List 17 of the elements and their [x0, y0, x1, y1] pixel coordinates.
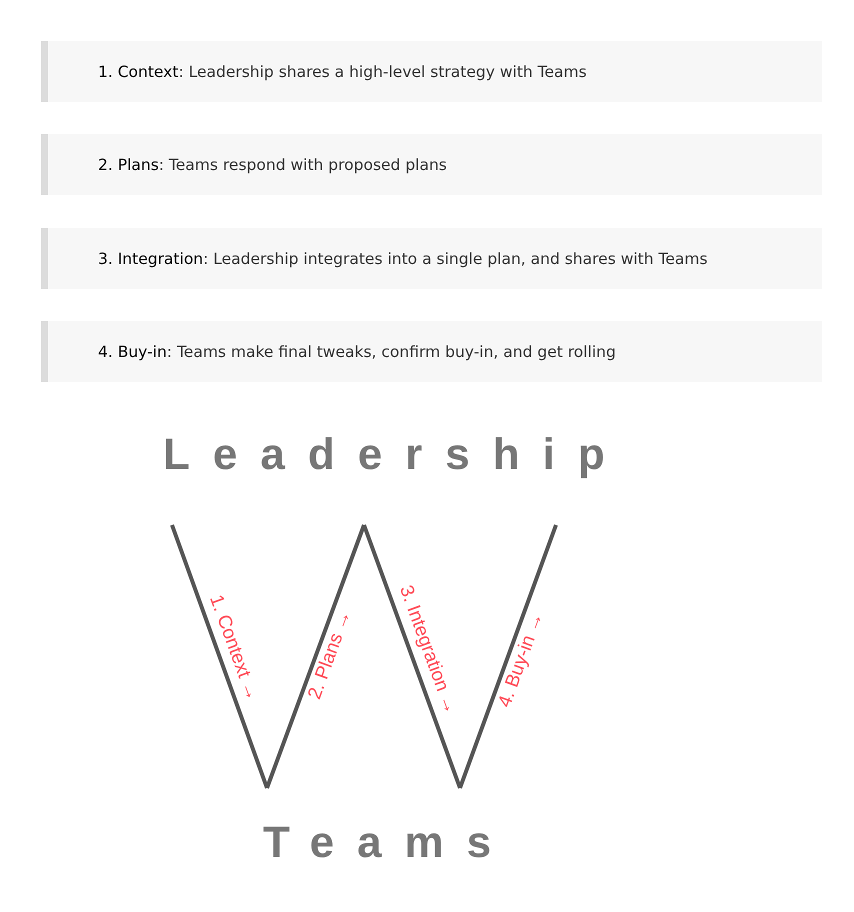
w-line [458, 524, 558, 789]
group-heading: Teams [263, 818, 514, 868]
step-text: 1. Context: Leadership shares a high-level strategy with Teams [98, 62, 587, 80]
step-text: 3. Integration: Leadership integrates into a single plan, and shares with Teams [98, 250, 708, 268]
w-line [362, 524, 462, 789]
edge-label: 2. Plans → [304, 608, 356, 702]
edge-label: 1. Context → [204, 592, 262, 704]
edge-label: 4. Buy-in → [494, 610, 548, 710]
w-line [170, 524, 269, 789]
step-card [41, 134, 822, 195]
step-card [41, 321, 822, 382]
group-heading: Leadership [163, 430, 628, 480]
step-card [41, 228, 822, 289]
step-text: 2. Plans: Teams respond with proposed plans [98, 156, 447, 174]
w-line [265, 524, 366, 789]
step-text: 4. Buy-in: Teams make final tweaks, confirm buy-in, and get rolling [98, 342, 616, 360]
step-card [41, 41, 822, 102]
